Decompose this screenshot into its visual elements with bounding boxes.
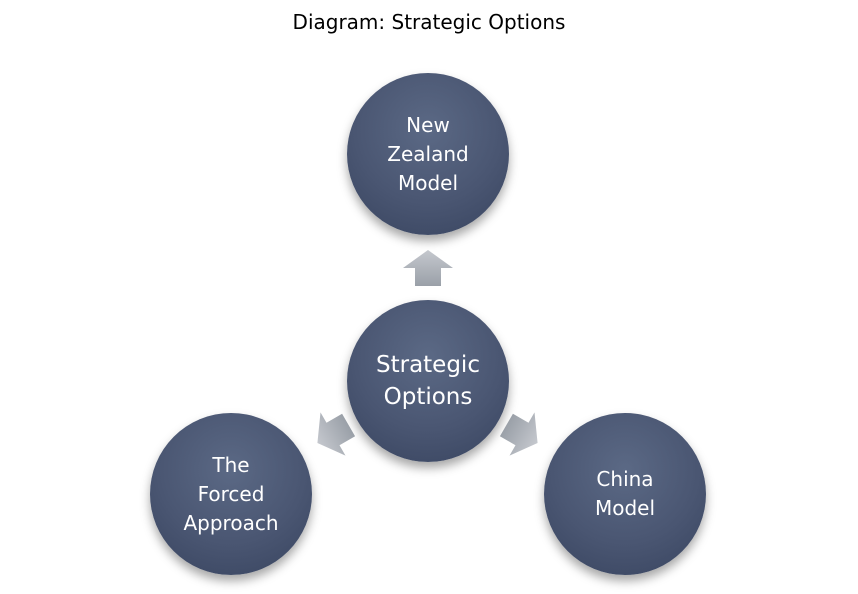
node-china-model: China Model xyxy=(544,413,706,575)
arrow-up-icon xyxy=(401,248,455,288)
node-strategic-options: Strategic Options xyxy=(347,300,509,462)
node-new-zealand-model-label: New Zealand Model xyxy=(387,112,469,195)
node-strategic-options-label: Strategic Options xyxy=(376,352,480,410)
arrow-right-icon xyxy=(491,401,553,468)
node-the-forced-approach: The Forced Approach xyxy=(150,413,312,575)
node-china-model-label: China Model xyxy=(594,467,656,520)
node-the-forced-approach-label: The Forced Approach xyxy=(183,452,279,535)
diagram-title: Diagram: Strategic Options xyxy=(292,10,566,34)
node-new-zealand-model: New Zealand Model xyxy=(347,73,509,235)
arrow-left-icon xyxy=(302,401,364,468)
